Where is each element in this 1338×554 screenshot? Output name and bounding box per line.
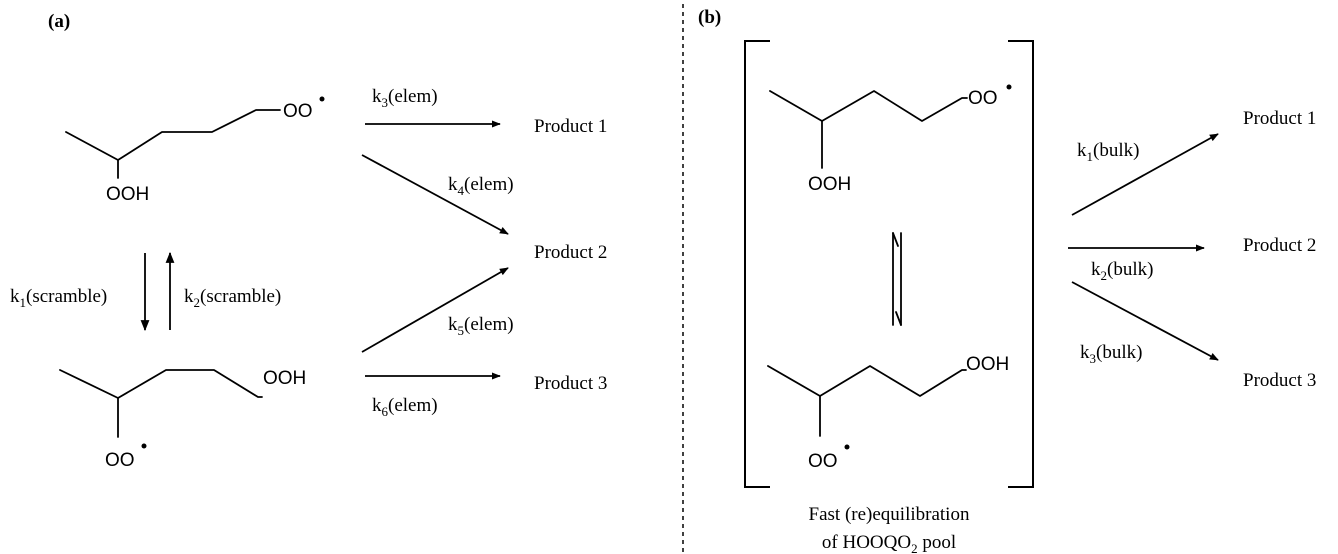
panel-a-label: (a)	[48, 11, 70, 32]
product-1-a: Product 1	[534, 116, 607, 137]
k3-elem-label: k3(elem)	[372, 86, 438, 110]
k1-bulk-label: k1(bulk)	[1077, 140, 1139, 164]
right-bracket	[1008, 40, 1034, 488]
k3-bulk-arrow	[1071, 281, 1219, 361]
product-3-a: Product 3	[534, 373, 607, 394]
panel-b-label: (b)	[698, 7, 721, 28]
k1-scramble-label: k1(scramble)	[10, 286, 107, 310]
product-2-a: Product 2	[534, 242, 607, 263]
panel-a-bottom-molecule: OOH OO	[59, 368, 306, 471]
product-1-b: Product 1	[1243, 108, 1316, 129]
caption-line-1: Fast (re)equilibration	[809, 504, 970, 525]
hydroperoxide-group: OOH	[263, 368, 306, 389]
k6-elem-label: k6(elem)	[372, 395, 438, 419]
peroxy-radical-group: OO	[808, 451, 838, 472]
k3-bulk-label: k3(bulk)	[1080, 342, 1142, 366]
hydroperoxide-group: OOH	[808, 174, 851, 195]
hydroperoxide-group: OOH	[966, 354, 1009, 375]
caption-line-2: of HOOQO2 pool	[822, 532, 956, 554]
k4-elem-label: k4(elem)	[448, 174, 514, 198]
k2-bulk-label: k2(bulk)	[1091, 259, 1153, 283]
radical-dot	[141, 443, 147, 449]
k2-scramble-label: k2(scramble)	[184, 286, 281, 310]
hydroperoxide-group: OOH	[106, 184, 149, 205]
left-bracket	[744, 40, 770, 488]
k1-bulk-arrow	[1071, 133, 1219, 216]
panel-b-top-molecule: OO OOH	[769, 84, 1012, 195]
radical-dot	[1006, 84, 1012, 90]
radical-dot	[844, 444, 850, 450]
k5-arrow	[361, 267, 509, 353]
equilibrium-harpoons	[892, 232, 902, 326]
product-3-b: Product 3	[1243, 370, 1316, 391]
peroxy-radical-group: OO	[105, 450, 135, 471]
panel-b-bottom-molecule: OOH OO	[767, 354, 1009, 472]
panel-a-top-molecule: OO OOH	[65, 96, 325, 205]
peroxy-radical-group: OO	[968, 88, 998, 109]
product-2-b: Product 2	[1243, 235, 1316, 256]
k5-elem-label: k5(elem)	[448, 314, 514, 338]
k4-arrow	[361, 154, 509, 235]
peroxy-radical-group: OO	[283, 101, 313, 122]
radical-dot	[319, 96, 325, 102]
